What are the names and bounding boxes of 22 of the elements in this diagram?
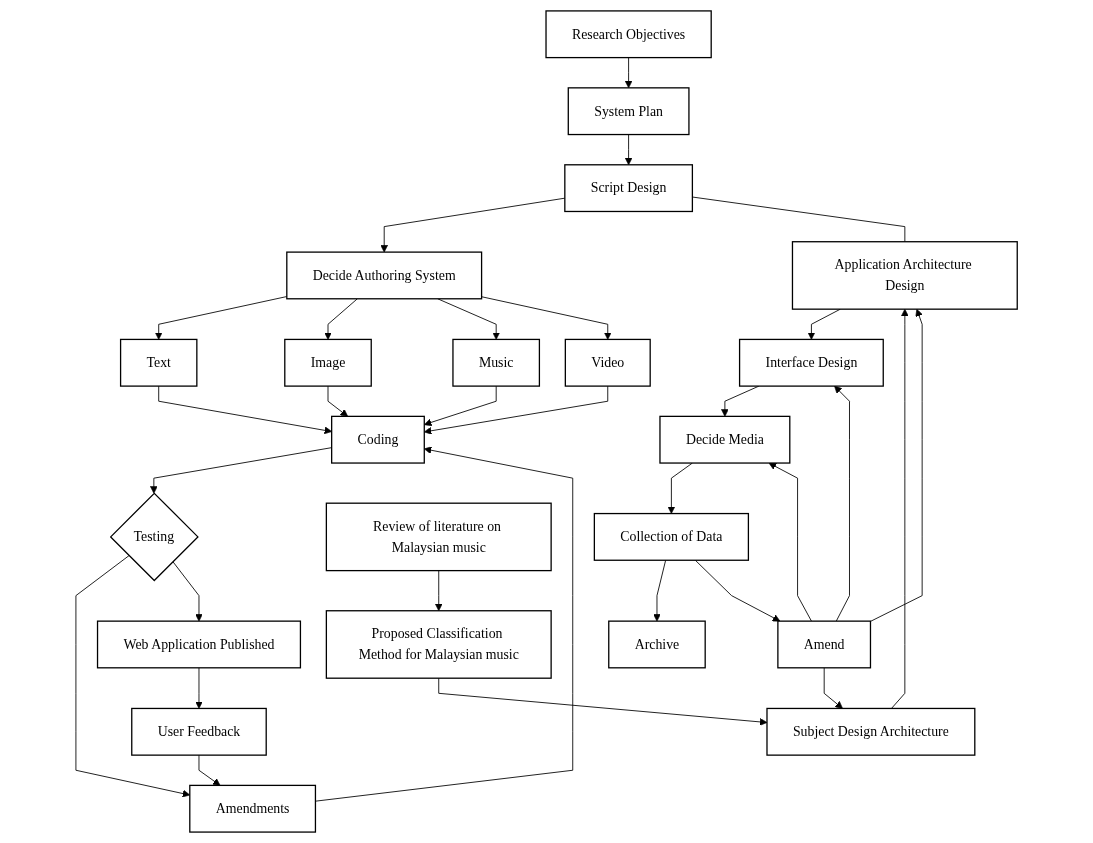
node-diamond: Testing bbox=[109, 492, 199, 582]
node-box: Amendments bbox=[189, 784, 316, 833]
node-box: System Plan bbox=[567, 87, 690, 136]
node-box: Subject Design Architecture bbox=[766, 707, 976, 756]
node-box: Research Objectives bbox=[545, 10, 712, 59]
node-box: Web Application Published bbox=[96, 620, 301, 669]
node-box: Coding bbox=[330, 415, 425, 464]
node-box: Amend bbox=[777, 620, 872, 669]
node-box: Decide Media bbox=[659, 415, 791, 464]
node-box: Video bbox=[564, 338, 651, 387]
node-box: Interface Design bbox=[738, 338, 884, 387]
node-box: Decide Authoring System bbox=[286, 251, 483, 300]
node-box: Application Architecture Design bbox=[791, 241, 1018, 310]
node-box: Review of literature on Malaysian music bbox=[325, 502, 552, 572]
node-box: Image bbox=[284, 338, 372, 387]
node-box: Music bbox=[452, 338, 540, 387]
node-box: Script Design bbox=[564, 164, 693, 213]
node-box: Text bbox=[119, 338, 198, 387]
node-box: User Feedback bbox=[131, 707, 267, 756]
node-box: Proposed Classification Method for Malaysian music bbox=[325, 610, 552, 679]
node-box: Collection of Data bbox=[593, 512, 749, 561]
node-box: Archive bbox=[608, 620, 706, 669]
